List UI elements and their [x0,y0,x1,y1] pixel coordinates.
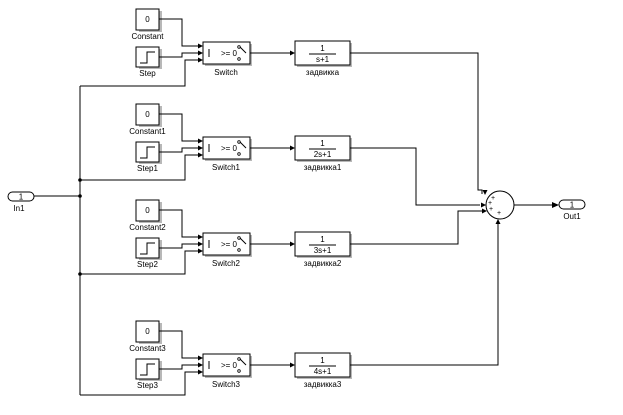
tf-denominator: s+1 [316,55,330,64]
switch-label: Switch1 [212,163,241,172]
transfer-function-block[interactable]: 1 4s+1 задвикка3 [294,352,352,389]
switch-label: Switch3 [212,380,241,389]
step-label: Step1 [137,164,158,173]
switch-threshold: >= 0 [221,361,238,370]
constant-label: Constant2 [129,223,166,232]
sum-sign-1: + [491,195,495,202]
outport-number: 1 [570,201,575,210]
row-wires [80,219,501,396]
switch-threshold: >= 0 [221,144,238,153]
switch-label: Switch2 [212,259,241,268]
tf-numerator: 1 [320,235,325,244]
transfer-function-block[interactable]: 1 3s+1 задвикка2 [294,231,352,268]
constant-value: 0 [145,327,150,336]
row-wires [80,113,486,208]
switch-block[interactable]: >= 0 Switch3 [202,353,252,389]
step-label: Step3 [137,381,158,390]
input-bus [34,86,82,395]
tf-label: задвикка [306,68,340,77]
output-wire [514,202,559,208]
step-block[interactable]: Step2 [135,237,162,269]
switch-block[interactable]: >= 0 Switch1 [202,136,252,172]
inport-in1[interactable]: 1 In1 [7,191,35,213]
sum-sign-2: + [488,200,492,207]
switch-threshold: >= 0 [221,49,238,58]
switch-block[interactable]: >= 0 Switch [202,41,252,77]
tf-numerator: 1 [320,44,325,53]
tf-label: задвикка1 [304,163,342,172]
step-label: Step2 [137,260,158,269]
switch-threshold: >= 0 [221,240,238,249]
transfer-function-block[interactable]: 1 s+1 задвикка [294,40,352,77]
constant-label: Constant [131,32,164,41]
inport-number: 1 [19,193,24,202]
step-block[interactable]: Step1 [135,141,162,173]
tf-numerator: 1 [320,356,325,365]
switch-label: Switch [214,68,238,77]
step-label: Step [139,69,156,78]
outport-out1[interactable]: 1 Out1 [558,199,586,221]
tf-denominator: 3s+1 [314,246,332,255]
tf-denominator: 4s+1 [314,367,332,376]
step-block[interactable]: Step [135,46,162,78]
sum-sign-3: + [489,206,493,213]
switch-block[interactable]: >= 0 Switch2 [202,232,252,268]
constant-value: 0 [145,206,150,215]
tf-numerator: 1 [320,139,325,148]
tf-denominator: 2s+1 [314,150,332,159]
sum-block[interactable]: + + + + [485,190,515,220]
step-block[interactable]: Step3 [135,358,162,390]
constant-value: 0 [145,15,150,24]
sum-sign-4: + [497,210,501,217]
transfer-function-block[interactable]: 1 2s+1 задвикка1 [294,135,352,172]
row-wires [80,18,488,195]
inport-label: In1 [13,204,25,213]
row-wires [80,208,487,275]
tf-label: задвикка2 [304,259,342,268]
constant-label: Constant3 [129,344,166,353]
tf-label: задвикка3 [304,380,342,389]
outport-label: Out1 [563,212,581,221]
constant-label: Constant1 [129,127,166,136]
constant-value: 0 [145,110,150,119]
